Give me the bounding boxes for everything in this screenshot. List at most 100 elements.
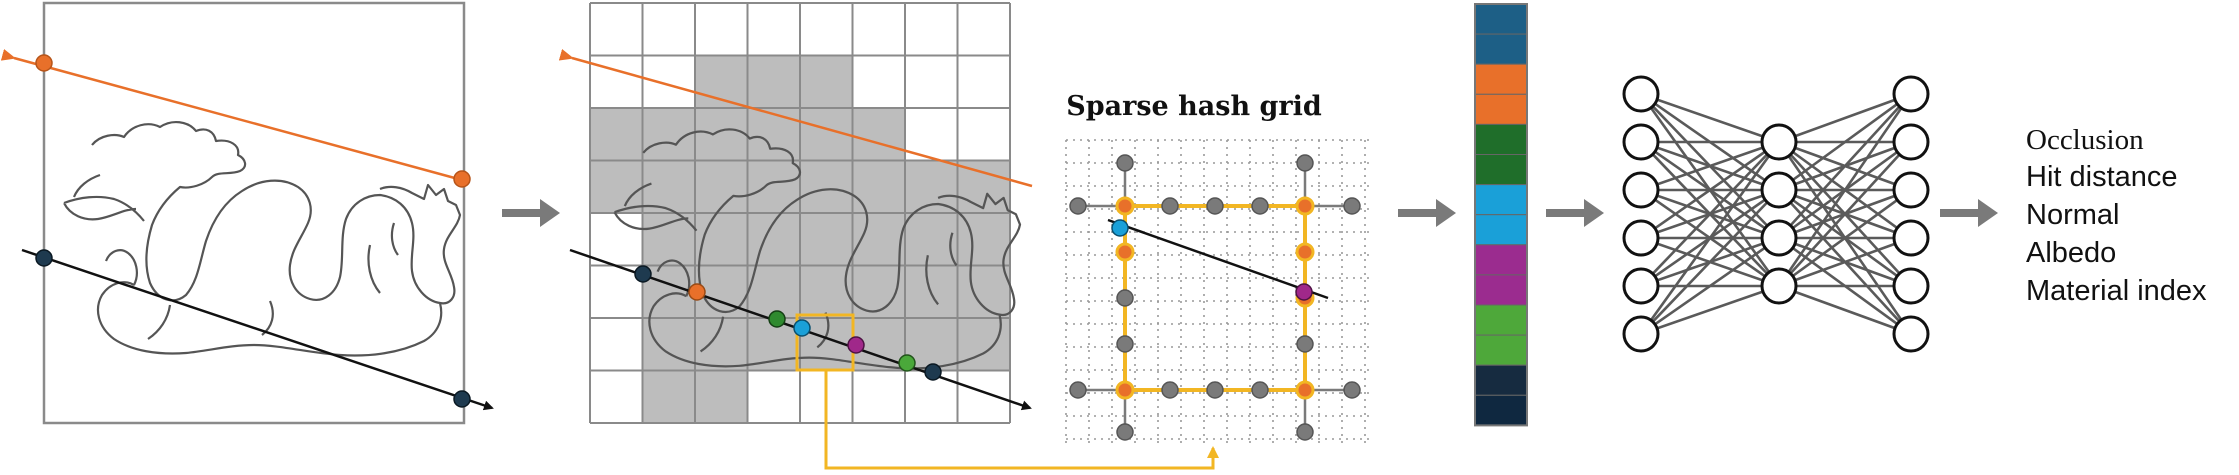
mlp-connection [1778, 92, 1912, 144]
mlp-neuron [1892, 123, 1930, 161]
occupied-cell [642, 213, 695, 266]
sample-point-navy-2 [924, 363, 942, 381]
feature-vector [1474, 3, 1528, 427]
mlp-neuron [1622, 267, 1660, 305]
hash-node [1296, 335, 1314, 353]
mlp-neuron [1622, 123, 1660, 161]
occupied-cell [695, 370, 748, 423]
mlp-connection [1778, 188, 1912, 288]
black-ray [21, 248, 494, 411]
mlp-connection [1778, 141, 1912, 287]
mlp-connection [1778, 92, 1912, 192]
sample-point-magenta [847, 336, 865, 354]
mlp-neuron [1760, 267, 1798, 305]
sample-point-orange [688, 283, 706, 301]
feature-cell [1474, 3, 1528, 35]
hash-node [1116, 423, 1134, 441]
feature-cell [1474, 334, 1528, 366]
orange-ray-entry-point [35, 54, 53, 72]
hash-node [1296, 423, 1314, 441]
mlp-neuron [1622, 75, 1660, 113]
occupied-cell [852, 108, 905, 161]
mlp-connection [1777, 93, 1913, 287]
scene-frame [42, 1, 466, 425]
mlp-connection [1640, 236, 1780, 336]
scene-panel [0, 1, 494, 425]
feature-cell [1474, 214, 1528, 246]
mlp-connection [1778, 93, 1912, 239]
right-arrow-icon [1940, 199, 1998, 227]
occupied-cell [590, 108, 643, 161]
output-albedo: Albedo [2026, 237, 2116, 269]
feature-cell [1474, 364, 1528, 396]
right-arrow-icon [1398, 199, 1456, 227]
output-occlusion: Occlusion [2026, 124, 2144, 156]
hash-node [1296, 154, 1314, 172]
orange-ray [0, 49, 463, 182]
hash-vertex-active [1295, 242, 1315, 262]
occupied-cell [747, 265, 800, 318]
mlp-neuron [1622, 171, 1660, 209]
mlp-neuron [1622, 219, 1660, 257]
occupied-cell [695, 108, 748, 161]
occupied-cell [957, 318, 1010, 371]
mlp-neuron [1760, 123, 1798, 161]
occupied-cell [852, 160, 905, 213]
feature-cell [1474, 123, 1528, 156]
mlp-neuron [1892, 171, 1930, 209]
sample-point-navy [634, 265, 652, 283]
mlp-neuron [1622, 315, 1660, 353]
feature-cell [1474, 394, 1528, 426]
output-hit-distance: Hit distance [2026, 161, 2178, 193]
occupied-cell [800, 265, 853, 318]
mlp-neuron [1760, 219, 1798, 257]
feature-cell [1474, 93, 1528, 125]
mlp-neuron [1892, 75, 1930, 113]
black-ray-entry-point [35, 249, 53, 267]
occupancy-grid [589, 2, 1011, 424]
hash-node [1343, 381, 1361, 399]
sample-point-green [768, 310, 786, 328]
feature-cell [1474, 304, 1528, 336]
occupied-cell [905, 213, 958, 266]
feature-cell [1474, 154, 1528, 186]
hash-sample-blue [1111, 219, 1129, 237]
orange-ray-exit-point [453, 170, 471, 188]
feature-cell [1474, 63, 1528, 95]
mlp-neuron [1892, 219, 1930, 257]
mlp-connection [1639, 141, 1781, 335]
outputs-list: Occlusion Hit distance Normal Albedo Mat… [2026, 124, 2207, 307]
feature-vector-frame [1474, 3, 1528, 427]
mlp-connection [1778, 236, 1912, 288]
hash-node [1116, 289, 1134, 307]
mlp-connection [1640, 284, 1780, 336]
feature-cell [1474, 274, 1528, 306]
occupied-cell [642, 160, 695, 213]
hash-node [1206, 197, 1224, 215]
grid-panel [558, 2, 1033, 424]
neural-network [1622, 75, 1930, 353]
occupied-cell [747, 108, 800, 161]
occupied-cell [642, 370, 695, 423]
hash-vertex-active [1295, 380, 1315, 400]
right-arrow-icon [502, 199, 560, 227]
hash-vertex-active [1295, 196, 1315, 216]
sample-point-blue [793, 319, 811, 337]
hash-sample-magenta [1295, 283, 1313, 301]
occupied-cell [800, 160, 853, 213]
mlp-neuron [1760, 171, 1798, 209]
hash-node [1251, 197, 1269, 215]
occupied-cell [957, 265, 1010, 318]
hash-vertex-active [1115, 196, 1135, 216]
occupied-cell [800, 55, 853, 108]
mlp-connection [1640, 140, 1780, 192]
hash-grid-title: Sparse hash grid [1066, 91, 1322, 122]
hash-node [1251, 381, 1269, 399]
hash-node [1206, 381, 1224, 399]
occupied-cell [747, 55, 800, 108]
hash-vertex-active [1115, 242, 1135, 262]
hash-node [1069, 197, 1087, 215]
occupied-cell [800, 213, 853, 266]
hash-node [1069, 381, 1087, 399]
